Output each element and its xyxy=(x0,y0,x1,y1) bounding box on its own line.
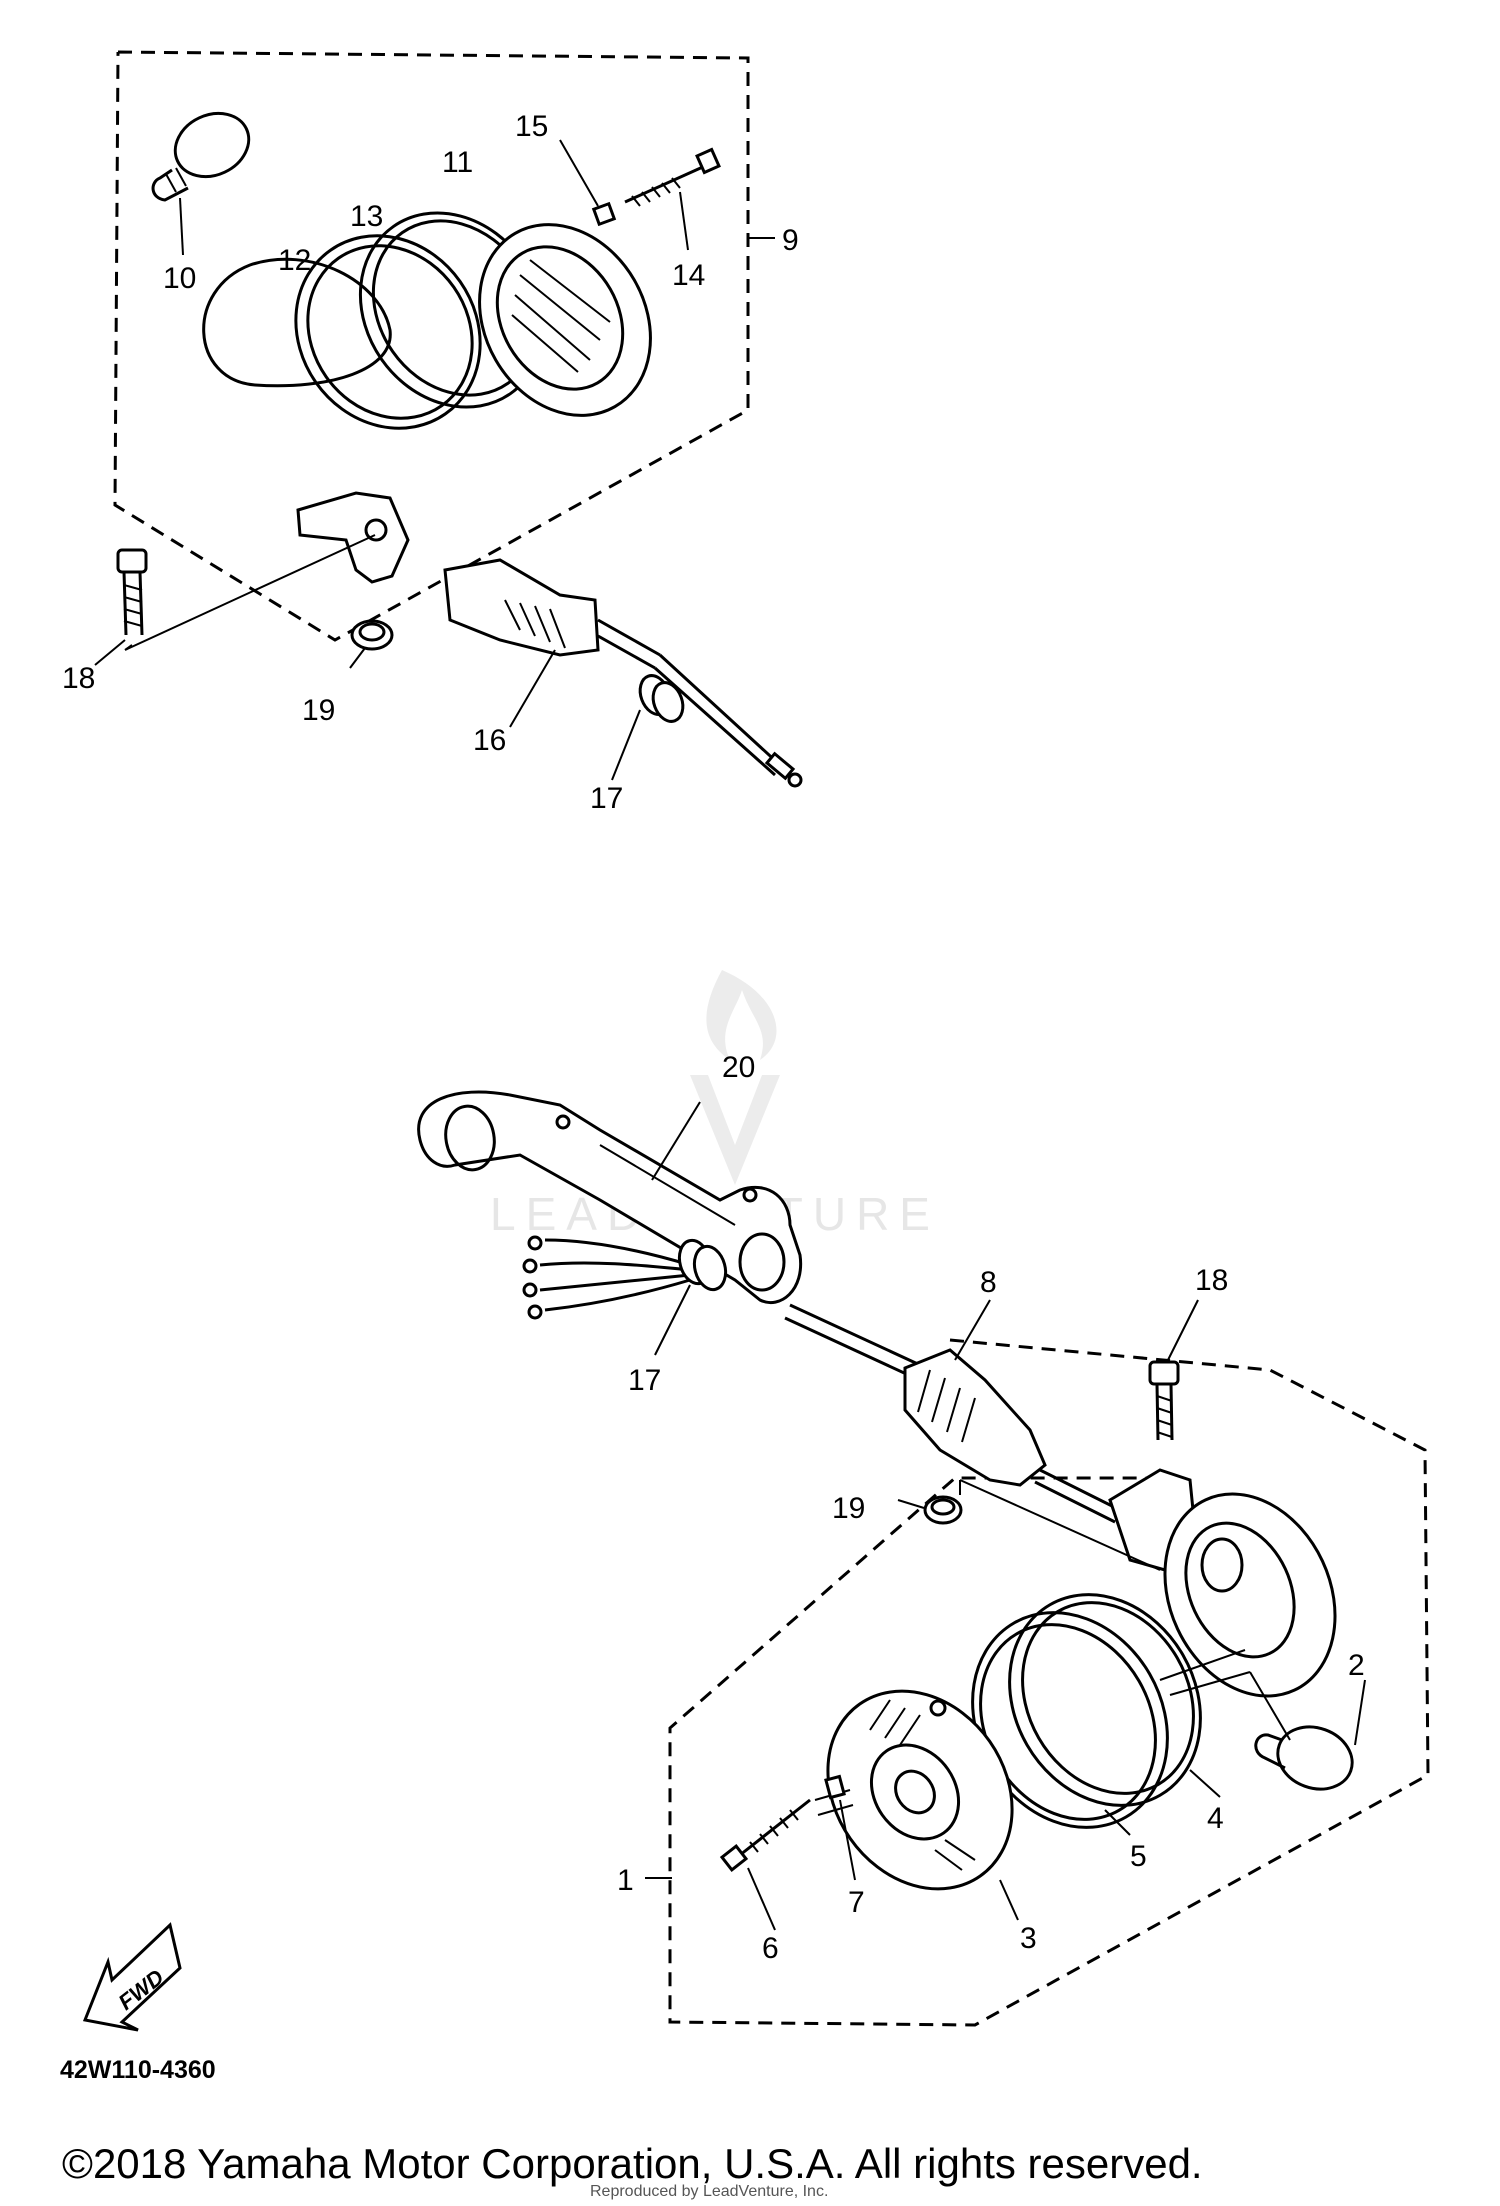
callout-2: 2 xyxy=(1348,1649,1365,1682)
callout-1: 1 xyxy=(617,1864,634,1897)
nut-icon xyxy=(591,201,617,227)
callout-17-upper: 17 xyxy=(590,782,623,815)
lower-assembly xyxy=(417,1090,1430,2027)
bulb-icon xyxy=(1254,1725,1354,1791)
housing-icon xyxy=(959,1468,1337,1698)
grommet-icon xyxy=(677,1238,728,1292)
stem-icon xyxy=(443,558,661,670)
callout-17-lower: 17 xyxy=(628,1364,661,1397)
callout-12: 12 xyxy=(278,244,311,277)
lower-assembly-outline xyxy=(668,1338,1430,2027)
callout-8: 8 xyxy=(980,1266,997,1299)
callout-7: 7 xyxy=(848,1886,865,1919)
callout-19-lower: 19 xyxy=(832,1492,865,1525)
catalog-number: 42W110-4360 xyxy=(60,2056,216,2084)
rim-ring-icon xyxy=(294,234,482,430)
flange-nut-icon xyxy=(923,1495,963,1525)
callout-5: 5 xyxy=(1130,1840,1147,1873)
nut-icon xyxy=(824,1774,846,1800)
bulb-icon xyxy=(151,111,251,202)
reproduced-note: Reproduced by LeadVenture, Inc. xyxy=(590,2183,828,2200)
callout-4: 4 xyxy=(1207,1802,1224,1835)
callout-19-upper: 19 xyxy=(302,694,335,727)
callout-11: 11 xyxy=(442,146,473,179)
wire-harness-icon xyxy=(522,1235,691,1320)
callout-10: 10 xyxy=(163,262,196,295)
flange-nut-icon xyxy=(350,619,394,651)
screw-icon xyxy=(719,1798,811,1872)
callout-20: 20 xyxy=(722,1051,755,1084)
callout-9: 9 xyxy=(782,224,799,257)
bracket-icon xyxy=(296,491,410,584)
upper-assembly xyxy=(94,50,803,788)
callout-13: 13 xyxy=(350,200,383,233)
upper-callouts: 9 10 11 12 13 14 15 16 17 18 19 xyxy=(62,110,799,815)
copyright-notice: ©2018 Yamaha Motor Corporation, U.S.A. A… xyxy=(62,2140,1203,2187)
callout-6: 6 xyxy=(762,1932,779,1965)
stem-icon xyxy=(784,1303,1121,1524)
callout-16: 16 xyxy=(473,724,506,757)
callout-14: 14 xyxy=(672,259,705,292)
callout-18-upper: 18 xyxy=(62,662,95,695)
callout-15: 15 xyxy=(515,110,548,143)
bolt-icon xyxy=(1148,1360,1180,1441)
lower-callouts: 1 2 3 4 5 6 7 8 17 18 19 20 xyxy=(617,1051,1365,1965)
callout-18-lower: 18 xyxy=(1195,1264,1228,1297)
housing-icon xyxy=(478,223,652,417)
callout-3: 3 xyxy=(1020,1922,1037,1955)
screw-icon xyxy=(624,147,721,207)
bolt-icon xyxy=(116,548,148,636)
grommet-icon xyxy=(638,674,685,723)
fwd-arrow-icon: FWD xyxy=(82,1922,182,2032)
wire-icon xyxy=(654,653,803,788)
